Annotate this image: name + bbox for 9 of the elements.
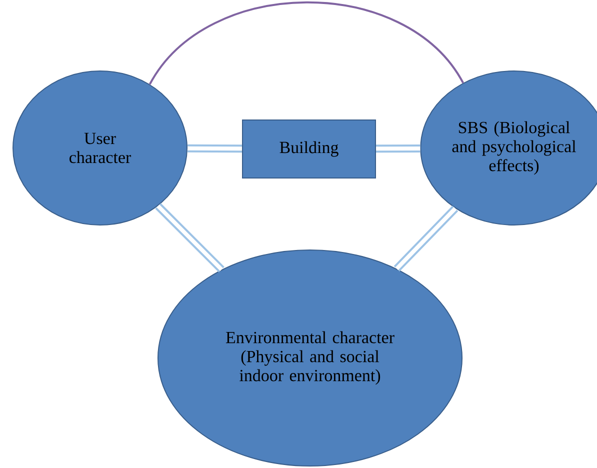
connector-line xyxy=(394,206,458,272)
arc-connector xyxy=(148,1,464,85)
connector-line xyxy=(376,144,420,153)
connector-line xyxy=(155,203,224,272)
connector-line xyxy=(187,144,242,153)
ellipse-node: Environmental character (Physical and social indoor environment) xyxy=(157,250,463,466)
ellipse-node: User character xyxy=(12,70,188,226)
process-box: Building xyxy=(242,120,376,178)
ellipse-node: SBS (Biological and psychological effects) xyxy=(420,70,597,226)
